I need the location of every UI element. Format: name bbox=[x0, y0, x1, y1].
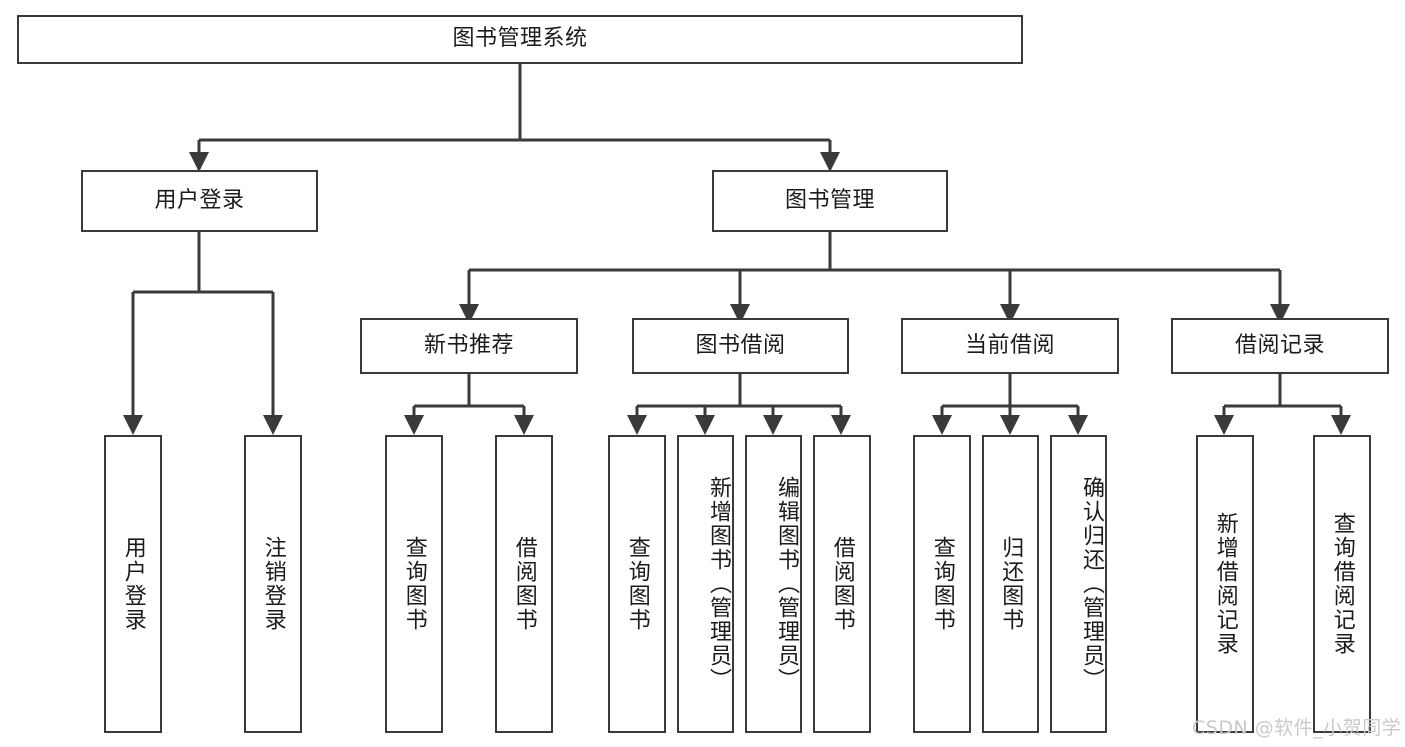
node-current-borrow-label: 当前借阅 bbox=[964, 332, 1055, 358]
watermark: CSDN @软件_小贺同学 bbox=[1192, 717, 1402, 739]
node-leaf-query-book-1[interactable]: 查询图书 bbox=[385, 435, 443, 733]
node-leaf-return-book-label: 归还图书 bbox=[998, 536, 1024, 632]
node-book-borrow[interactable]: 图书借阅 bbox=[632, 318, 849, 374]
node-user-login[interactable]: 用户登录 bbox=[81, 170, 318, 232]
node-borrow-record[interactable]: 借阅记录 bbox=[1171, 318, 1389, 374]
node-leaf-add-book-label: 新增图书（管理员） bbox=[706, 476, 731, 692]
node-book-management-label: 图书管理 bbox=[784, 187, 875, 213]
node-leaf-add-borrow-record-label: 新增借阅记录 bbox=[1212, 512, 1238, 656]
node-leaf-edit-book[interactable]: 编辑图书（管理员） bbox=[745, 435, 802, 733]
node-leaf-logout-login[interactable]: 注销登录 bbox=[244, 435, 302, 733]
node-root-label: 图书管理系统 bbox=[452, 26, 588, 52]
node-leaf-query-borrow-record[interactable]: 查询借阅记录 bbox=[1313, 435, 1371, 733]
node-new-book-recommend-label: 新书推荐 bbox=[423, 332, 514, 358]
node-leaf-borrow-book-1-label: 借阅图书 bbox=[511, 536, 537, 632]
node-leaf-query-borrow-record-label: 查询借阅记录 bbox=[1329, 512, 1355, 656]
node-leaf-add-borrow-record[interactable]: 新增借阅记录 bbox=[1196, 435, 1254, 733]
node-leaf-query-book-3-label: 查询图书 bbox=[929, 536, 955, 632]
node-leaf-edit-book-label: 编辑图书（管理员） bbox=[774, 476, 799, 692]
node-book-management[interactable]: 图书管理 bbox=[712, 170, 948, 232]
node-borrow-record-label: 借阅记录 bbox=[1234, 332, 1325, 358]
node-leaf-add-book[interactable]: 新增图书（管理员） bbox=[677, 435, 734, 733]
node-leaf-user-login-label: 用户登录 bbox=[120, 536, 146, 632]
node-leaf-query-book-3[interactable]: 查询图书 bbox=[913, 435, 971, 733]
node-leaf-return-book[interactable]: 归还图书 bbox=[982, 435, 1039, 733]
node-leaf-borrow-book-2[interactable]: 借阅图书 bbox=[813, 435, 871, 733]
node-root[interactable]: 图书管理系统 bbox=[17, 15, 1023, 64]
node-leaf-borrow-book-2-label: 借阅图书 bbox=[829, 536, 855, 632]
node-leaf-user-login[interactable]: 用户登录 bbox=[104, 435, 162, 733]
node-leaf-confirm-return-label: 确认归还（管理员） bbox=[1079, 476, 1104, 692]
node-new-book-recommend[interactable]: 新书推荐 bbox=[360, 318, 578, 374]
node-leaf-confirm-return[interactable]: 确认归还（管理员） bbox=[1050, 435, 1107, 733]
node-leaf-logout-login-label: 注销登录 bbox=[260, 536, 286, 632]
node-leaf-query-book-2-label: 查询图书 bbox=[624, 536, 650, 632]
node-current-borrow[interactable]: 当前借阅 bbox=[901, 318, 1119, 374]
node-leaf-query-book-2[interactable]: 查询图书 bbox=[608, 435, 666, 733]
node-leaf-borrow-book-1[interactable]: 借阅图书 bbox=[495, 435, 553, 733]
node-book-borrow-label: 图书借阅 bbox=[695, 332, 786, 358]
node-leaf-query-book-1-label: 查询图书 bbox=[401, 536, 427, 632]
node-user-login-label: 用户登录 bbox=[154, 187, 245, 213]
